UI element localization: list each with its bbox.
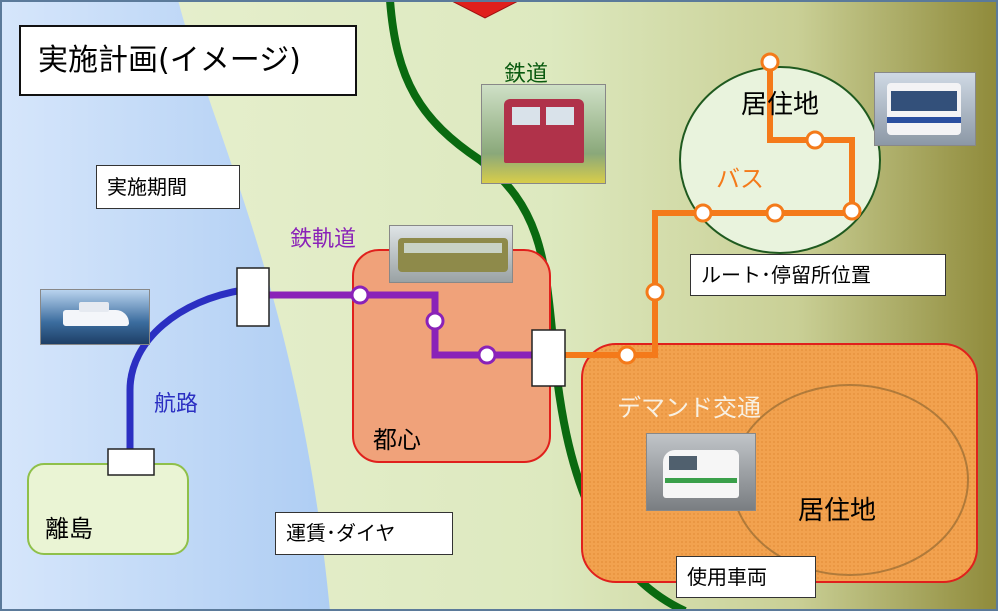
ferry-photo [40,289,150,345]
label-island: 離島 [45,515,93,543]
van-photo [646,433,756,511]
tram-stop [477,345,497,365]
bus-stop [760,52,780,72]
tram-stop [425,311,445,331]
bus-stop [617,345,637,365]
bus-stop [645,282,665,302]
demand-area [581,343,978,583]
island-port-block [107,448,155,476]
label-railway: 鉄道 [504,62,549,87]
train-photo [481,84,606,184]
sea-area [0,0,330,611]
sea-route-line [126,286,244,455]
label-demand-transit: デマンド交通 [617,394,761,422]
residential-circle-top [679,66,881,254]
label-tramway: 鉄軌道 [290,227,357,252]
station-block-downtown [531,329,566,387]
note-fare: 運賃･ダイヤ [275,512,453,555]
label-sea-route: 航路 [154,392,199,417]
note-period: 実施期間 [96,165,240,209]
note-vehicle: 使用車両 [676,556,816,598]
bus-stop [842,201,862,221]
arrow-indicator [449,0,521,19]
label-bus: バス [716,165,764,193]
label-residential-top: 居住地 [741,90,820,120]
page-title: 実施計画(イメージ) [19,25,357,96]
label-residential-bottom: 居住地 [798,496,877,526]
note-route-stops: ルート･停留所位置 [690,254,946,296]
bus-stop [693,203,713,223]
tram-photo [389,225,513,283]
bus-stop [805,130,825,150]
tram-stop [350,285,370,305]
label-downtown: 都心 [373,426,421,454]
bus-stop [765,203,785,223]
station-block-port [236,267,270,327]
bus-photo [874,72,976,146]
